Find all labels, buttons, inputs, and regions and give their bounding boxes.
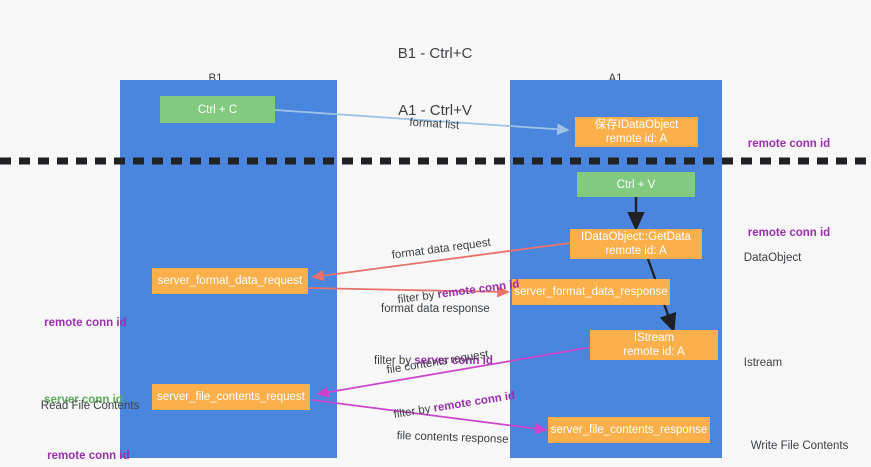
label-format-data-response-l1: format data response xyxy=(381,303,490,315)
box-ctrl-c-label: Ctrl + C xyxy=(197,103,238,116)
right-label-istream-text: Istream xyxy=(743,357,783,369)
label-file-contents-response: file contents response filter by server … xyxy=(394,399,510,467)
box-server-file-contents-response-label: server_file_contents_response xyxy=(550,424,708,436)
label-format-data-request-l1: format data request xyxy=(391,236,492,262)
right-label-remote-conn-id-top-text: remote conn id xyxy=(747,138,831,150)
box-ctrl-v[interactable]: Ctrl + V xyxy=(577,172,695,197)
right-label-write-file-contents: Write File Contents xyxy=(738,424,849,467)
box-server-file-contents-request-label: server_file_contents_request xyxy=(157,391,305,403)
box-istream-line2: remote id: A xyxy=(623,346,685,358)
box-server-format-data-response[interactable]: server_format_data_response xyxy=(512,279,670,305)
label-format-list-text: format list xyxy=(409,116,460,132)
right-label-remote-conn-id-top: remote conn id xyxy=(735,122,830,167)
box-idataobject-getdata-line1: IDataObject::GetData xyxy=(581,231,691,243)
box-server-format-data-request-label: server_format_data_request xyxy=(157,275,303,287)
box-server-file-contents-response[interactable]: server_file_contents_response xyxy=(548,417,710,443)
box-save-idataobject-line2: remote id: A xyxy=(605,133,668,145)
right-label-remote-conn-id-mid: remote conn id xyxy=(735,211,830,256)
box-ctrl-v-label: Ctrl + V xyxy=(616,178,656,191)
label-format-data-response: format data response filter by server co… xyxy=(374,272,493,399)
left-label-server-conn-id-text: server conn id xyxy=(44,394,123,406)
left-label-remote-conn-id-b: remote conn id xyxy=(28,434,130,467)
box-idataobject-getdata[interactable]: IDataObject::GetData remote id: A xyxy=(570,229,702,259)
label-format-data-response-l2-key: server conn id xyxy=(414,355,493,367)
box-server-format-data-request[interactable]: server_format_data_request xyxy=(152,268,308,294)
page-title-line1: B1 - Ctrl+C xyxy=(397,45,473,62)
left-label-read-file-contents: Read File Contents xyxy=(28,384,139,429)
left-label-remote-conn-id-text: remote conn id xyxy=(44,317,127,329)
right-label-remote-conn-id-mid-text: remote conn id xyxy=(747,227,831,239)
label-format-list: format list xyxy=(395,100,460,149)
left-label-server-conn-id: server conn id xyxy=(25,378,127,423)
right-label-write-file-contents-text: Write File Contents xyxy=(750,440,849,452)
label-file-contents-request-l1: file contents request xyxy=(385,348,490,377)
box-server-file-contents-request[interactable]: server_file_contents_request xyxy=(152,384,310,410)
label-format-data-response-l2-prefix: filter by xyxy=(374,355,415,367)
left-label-remote-conn-id-b-text: remote conn id xyxy=(47,450,130,462)
left-label-read-file-contents-text: Read File Contents xyxy=(40,400,140,412)
left-label-conn-ids-bottom: remote conn id server conn id xyxy=(28,402,130,467)
box-istream-line1: IStream xyxy=(633,332,675,344)
box-save-idataobject-line1: 保存IDataObject xyxy=(594,119,679,131)
right-label-istream: Istream xyxy=(731,341,782,386)
left-label-remote-conn-id: remote conn id xyxy=(25,301,127,346)
box-server-format-data-response-label: server_format_data_response xyxy=(514,286,668,298)
box-istream[interactable]: IStream remote id: A xyxy=(590,330,718,360)
box-idataobject-getdata-line2: remote id: A xyxy=(605,245,667,257)
label-file-contents-response-l1: file contents response xyxy=(396,429,509,446)
box-save-idataobject[interactable]: 保存IDataObject remote id: A xyxy=(575,117,698,147)
left-label-conn-ids-top: remote conn id server conn id xyxy=(25,269,127,455)
right-label-dataobject-text: DataObject xyxy=(743,252,802,264)
right-label-dataobject: DataObject xyxy=(731,236,802,281)
box-ctrl-c[interactable]: Ctrl + C xyxy=(160,96,275,123)
